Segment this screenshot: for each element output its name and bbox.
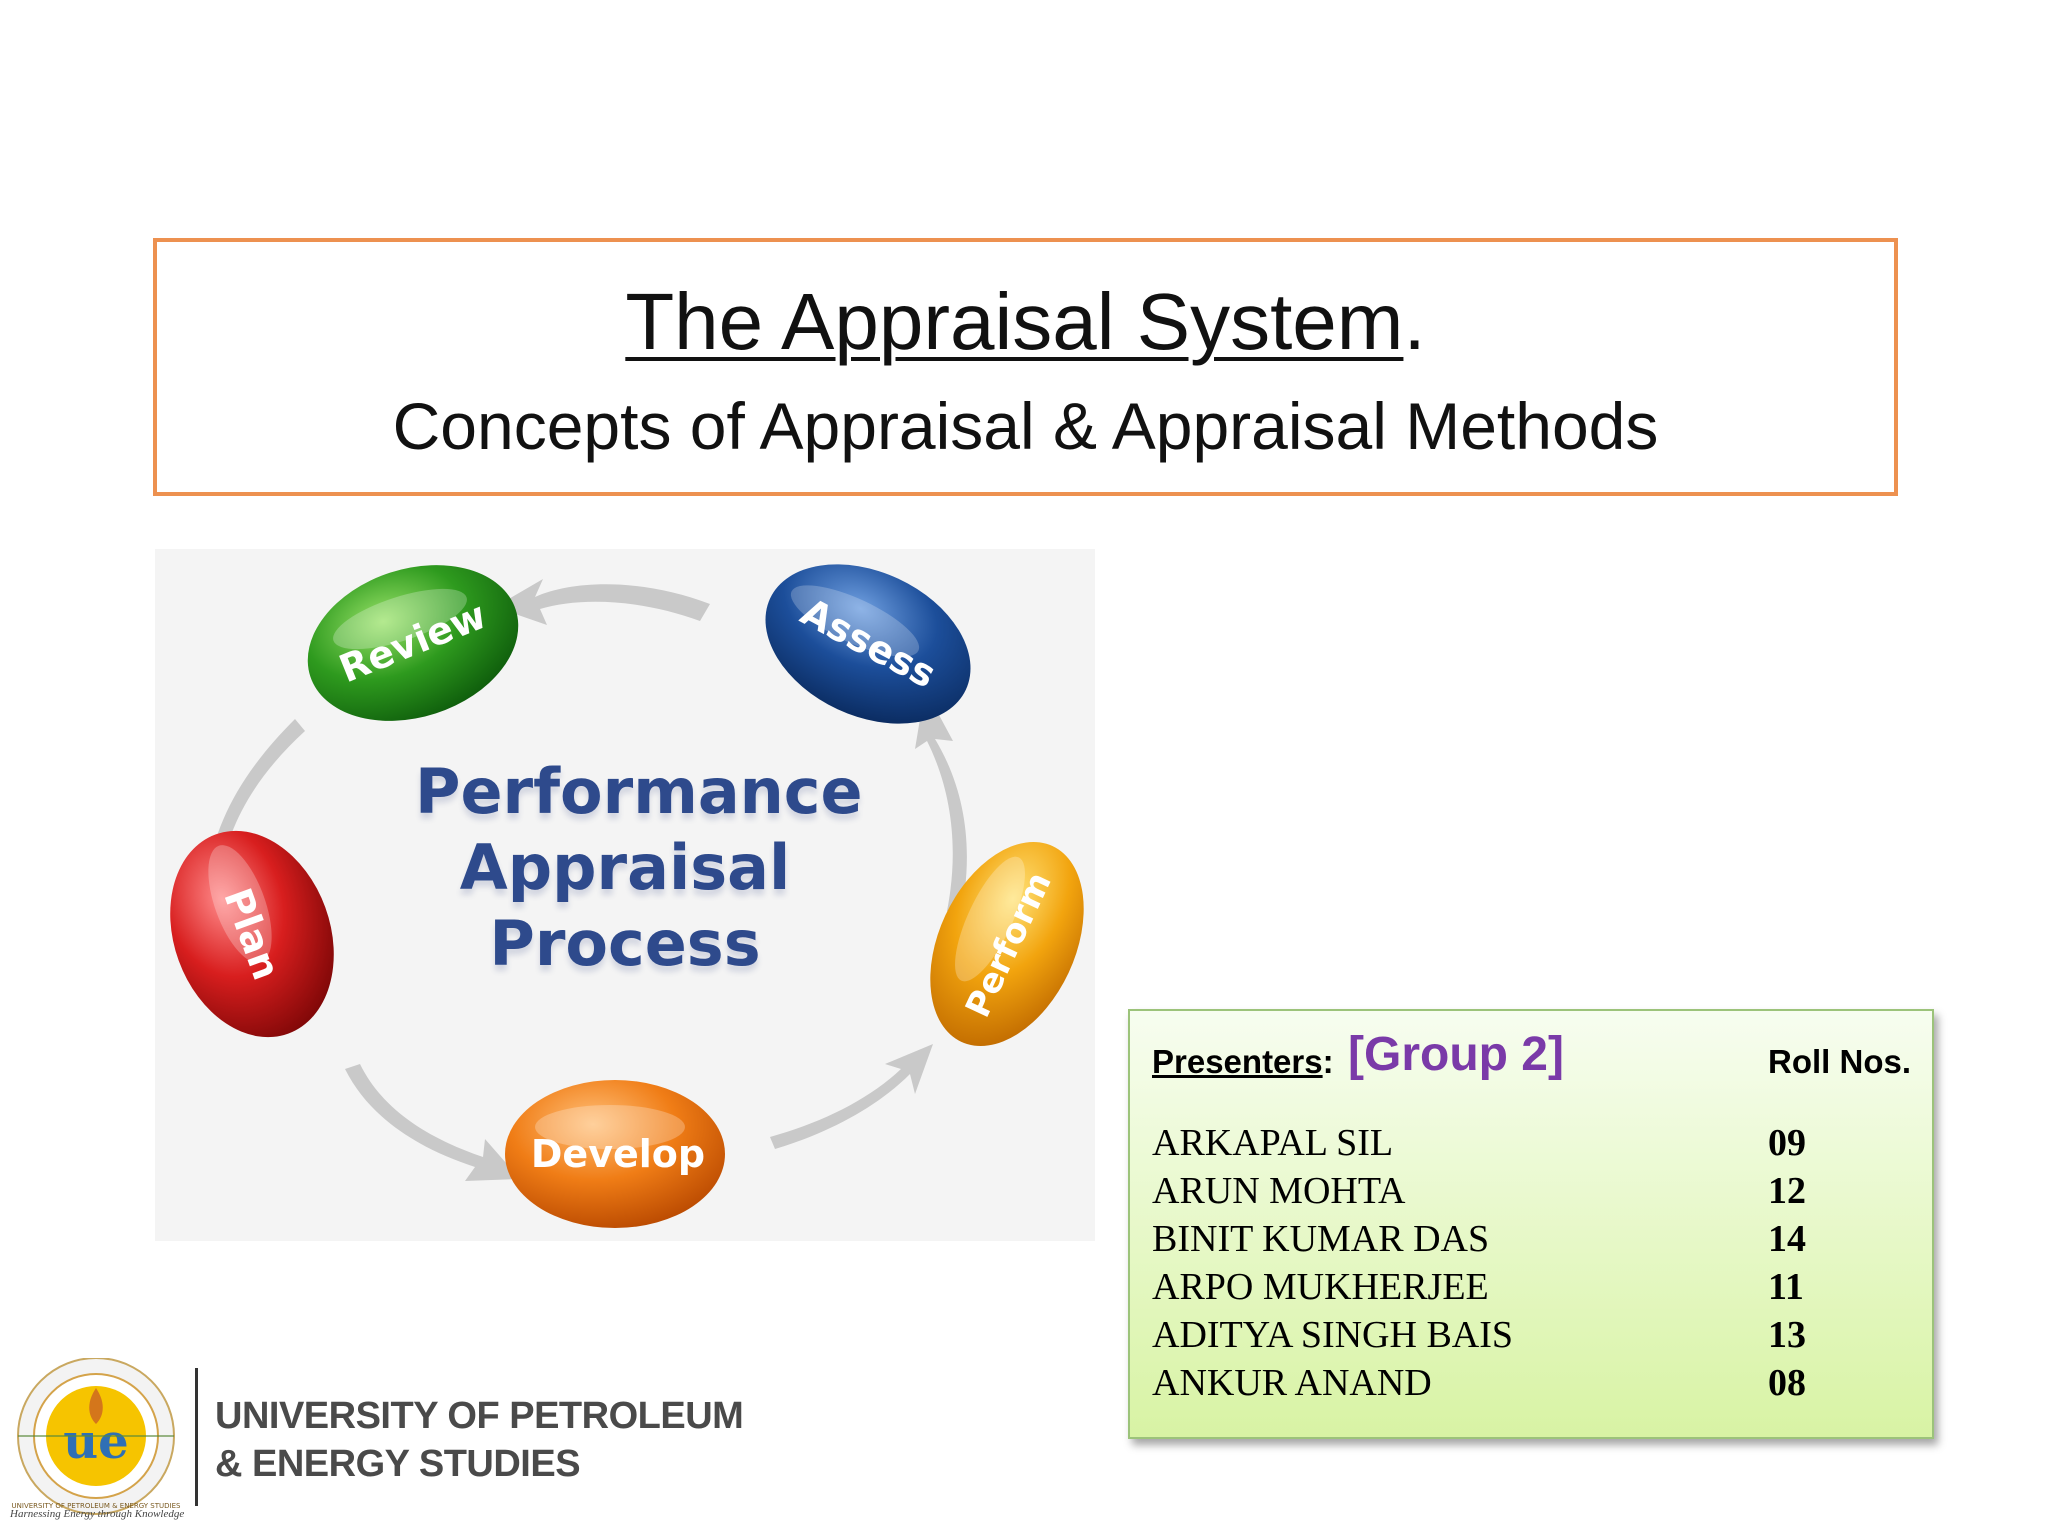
slide-title-text: The Appraisal System [625, 277, 1404, 366]
presenter-name: BINIT KUMAR DAS [1152, 1218, 1490, 1260]
presenters-label-colon: : [1322, 1043, 1334, 1080]
center-line-1: Performance [415, 755, 863, 828]
stage-review: Review [307, 565, 519, 721]
stage-assess: Assess [765, 564, 971, 724]
presenter-roll: 13 [1768, 1314, 1806, 1356]
arrow-plan-to-develop [345, 1064, 520, 1181]
center-line-3: Process [489, 907, 761, 980]
arrow-develop-to-perform [770, 1044, 933, 1149]
title-box: The Appraisal System. Concepts of Apprai… [153, 238, 1898, 496]
roll-header: Roll Nos. [1768, 1043, 1912, 1080]
group-label: [Group 2] [1348, 1028, 1564, 1081]
presenter-roll: 08 [1768, 1362, 1806, 1404]
university-logo: ue UNIVERSITY OF PETROLEUM & ENERGY STUD… [0, 1348, 700, 1536]
presenter-row: ARKAPAL SIL 09 [1152, 1121, 1912, 1169]
presenter-roll: 12 [1768, 1170, 1806, 1212]
logo-divider [195, 1368, 198, 1506]
university-seal-icon: ue UNIVERSITY OF PETROLEUM & ENERGY STUD… [12, 1358, 181, 1515]
presenter-name: ARPO MUKHERJEE [1152, 1266, 1489, 1308]
stage-plan: Plan [170, 830, 334, 1038]
presenter-row: BINIT KUMAR DAS 14 [1152, 1217, 1912, 1265]
stage-develop: Develop [505, 1080, 725, 1228]
presenter-row: ARPO MUKHERJEE 11 [1152, 1265, 1912, 1313]
cycle-center-text: Performance Appraisal Process [415, 754, 863, 982]
stage-perform: Perform [930, 841, 1084, 1047]
cycle-svg: Review Assess Perform Develop Plan [170, 564, 1084, 1228]
presenter-name: ANKUR ANAND [1152, 1362, 1432, 1404]
appraisal-cycle-graphic: Review Assess Perform Develop Plan [155, 549, 1095, 1241]
university-name: UNIVERSITY OF PETROLEUM & ENERGY STUDIES [215, 1392, 744, 1488]
presenter-roll: 11 [1768, 1266, 1804, 1308]
presenter-row: ADITYA SINGH BAIS 13 [1152, 1313, 1912, 1361]
logo-ring-text: UNIVERSITY OF PETROLEUM & ENERGY STUDIES [12, 1502, 181, 1510]
presenters-label-text: Presenters [1152, 1043, 1323, 1080]
presenter-name: ADITYA SINGH BAIS [1152, 1314, 1514, 1356]
presenter-roll: 09 [1768, 1122, 1806, 1164]
center-line-2: Appraisal [459, 831, 791, 904]
arrow-assess-to-review [495, 579, 710, 625]
slide-subtitle: Concepts of Appraisal & Appraisal Method… [392, 389, 1659, 463]
presenter-roll: 14 [1768, 1218, 1806, 1260]
university-name-line1: UNIVERSITY OF PETROLEUM [215, 1395, 744, 1437]
stage-develop-label: Develop [531, 1132, 705, 1176]
slide-title: The Appraisal System. [157, 278, 1894, 366]
logo-monogram: ue [63, 1414, 128, 1470]
university-tagline: Harnessing Energy through Knowledge [10, 1508, 185, 1520]
presenters-box: Presenters: [Group 2] Roll Nos. ARKAPAL … [1128, 1009, 1934, 1439]
presenter-name: ARUN MOHTA [1152, 1170, 1406, 1212]
presenter-row: ANKUR ANAND 08 [1152, 1361, 1912, 1409]
presenters-label: Presenters: [1152, 1043, 1334, 1081]
presenter-row: ARUN MOHTA 12 [1152, 1169, 1912, 1217]
presenter-name: ARKAPAL SIL [1152, 1122, 1394, 1164]
slide-title-period: . [1403, 277, 1426, 366]
presenter-list: ARKAPAL SIL 09 ARUN MOHTA 12 BINIT KUMAR… [1152, 1121, 1912, 1409]
arrow-perform-to-assess [915, 689, 967, 919]
university-name-line2: & ENERGY STUDIES [215, 1443, 581, 1485]
